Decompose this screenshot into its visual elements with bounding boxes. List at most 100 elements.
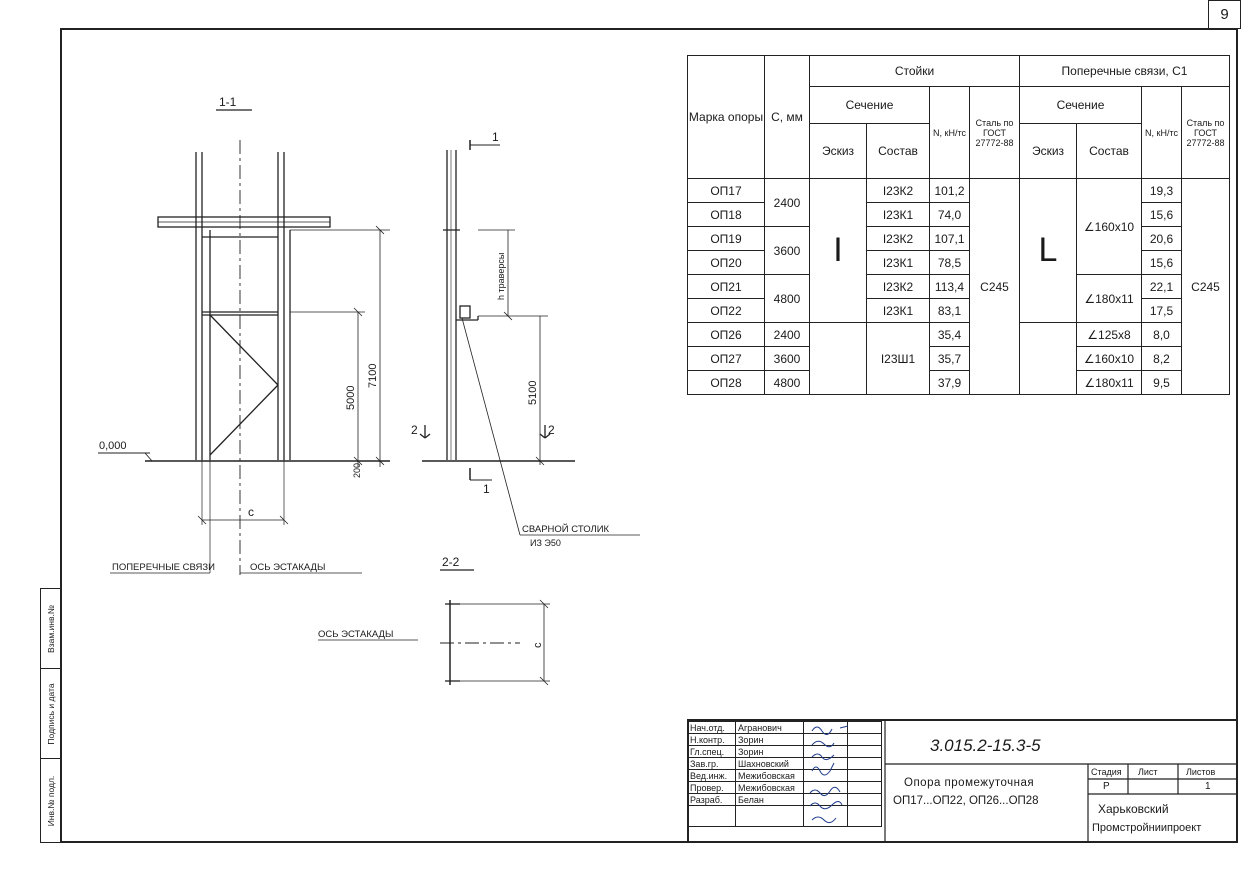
table-row: ОП26 2400 I23Ш1 35,4 ∠125х8 8,0 (687, 322, 1230, 395)
row-tie-n: 15,6 (1141, 202, 1182, 227)
row-c: 3600 (764, 226, 810, 275)
dim-c-label: c (248, 505, 254, 519)
header-post-section: Сечение (809, 86, 930, 124)
welded-table-material: ИЗ Э50 (530, 538, 561, 548)
tie-sketch-icon: L (1019, 178, 1077, 323)
drawing-frame (60, 28, 1238, 843)
role: Зав.гр. (687, 757, 736, 770)
row-mark: ОП28 (687, 370, 765, 395)
header-post-comp: Состав (866, 123, 930, 179)
row-mark: ОП27 (687, 346, 765, 371)
cut-1-top-label: 1 (492, 130, 499, 144)
header-stage: Стадия (1091, 767, 1122, 777)
row-tie-comp: ∠180х11 (1076, 370, 1142, 395)
person-name: Зорин (735, 733, 804, 746)
dim-5000: 5000 (345, 386, 357, 410)
row-post-n: 107,1 (929, 226, 970, 251)
dim-200: 200 (352, 463, 362, 478)
dim-c2: с (532, 642, 544, 648)
row-tie-n: 8,2 (1141, 346, 1182, 371)
table-row: ОП17 2400 I I23К2 101,2 С245 L ∠160х10 1… (687, 178, 1230, 395)
row-tie-comp: ∠160х10 (1076, 346, 1142, 371)
sheets-value: 1 (1205, 781, 1211, 792)
header-tie-n: N, кН/тс (1141, 86, 1182, 179)
side-cell-1: Взам.инв.№ (41, 589, 60, 669)
post-steel: С245 (969, 178, 1020, 395)
section-2-2-label: 2-2 (442, 555, 460, 569)
row-post-n: 35,4 (929, 322, 970, 347)
person-name: Межибовская (735, 781, 804, 794)
header-tie-sketch: Эскиз (1019, 123, 1077, 179)
side-cell-2: Подпись и дата (41, 669, 60, 759)
welded-table-label: СВАРНОЙ СТОЛИК (522, 523, 610, 535)
row-tie-comp: ∠160х10 (1076, 178, 1142, 275)
row-mark: ОП18 (687, 202, 765, 227)
role: Нач.отд. (687, 721, 736, 734)
header-post-sketch: Эскиз (809, 123, 867, 179)
row-post-comp: I23К2 (866, 178, 930, 203)
header-tie-section: Сечение (1019, 86, 1142, 124)
stage-value: Р (1103, 781, 1110, 792)
row-post-n: 35,7 (929, 346, 970, 371)
row-post-comp: I23К1 (866, 298, 930, 323)
document-code: 3.015.2-15.3-5 (930, 736, 1041, 755)
tie-steel: С245 (1181, 178, 1230, 395)
role: Вед.инж. (687, 769, 736, 782)
row-post-n: 83,1 (929, 298, 970, 323)
role: Разраб. (687, 793, 736, 806)
row-tie-n: 22,1 (1141, 274, 1182, 299)
row-tie-n: 15,6 (1141, 250, 1182, 275)
section-1-1-label: 1-1 (219, 95, 237, 109)
row-post-comp: I23Ш1 (866, 322, 930, 395)
cross-ties-label: ПОПЕРЕЧНЫЕ СВЯЗИ (112, 562, 215, 573)
header-tie-comp: Состав (1076, 123, 1142, 179)
row-c: 3600 (764, 346, 810, 371)
row-tie-n: 8,0 (1141, 322, 1182, 347)
table-row: ОП28 4800 37,9 ∠180х11 9,5 (687, 370, 1230, 395)
row-post-comp: I23К2 (866, 274, 930, 299)
header-post-steel: Сталь по ГОСТ 27772-88 (969, 86, 1020, 179)
row-post-n: 101,2 (929, 178, 970, 203)
person-name: Агранович (735, 721, 804, 734)
person-name: Шахновский (735, 757, 804, 770)
h-traverse-label: h траверсы (496, 253, 506, 300)
org-name-line-1: Харьковский (1098, 802, 1169, 816)
spec-table: Марка опоры С, мм Стойки Поперечные связ… (687, 55, 1230, 395)
row-mark: ОП26 (687, 322, 765, 347)
role: Гл.спец. (687, 745, 736, 758)
table-row: ОП20 I23К1 78,5 15,6 (687, 250, 1230, 275)
row-post-n: 113,4 (929, 274, 970, 299)
row-tie-n: 20,6 (1141, 226, 1182, 251)
row-post-n: 78,5 (929, 250, 970, 275)
side-stamp: Взам.инв.№ Подпись и дата Инв.№ подл. (40, 588, 61, 843)
signature-table: Нач.отд.Агранович Н.контр.Зорин Гл.спец.… (687, 721, 882, 827)
row-mark: ОП19 (687, 226, 765, 251)
table-row: ОП21 4800 I23К2 113,4 ∠180х11 22,1 (687, 274, 1230, 323)
header-sheets: Листов (1186, 767, 1216, 777)
cut-2-right-label: 2 (548, 423, 555, 437)
dim-7100: 7100 (367, 364, 379, 388)
level-label: 0,000 (99, 440, 127, 452)
row-c: 2400 (764, 322, 810, 347)
row-post-n: 74,0 (929, 202, 970, 227)
row-mark: ОП20 (687, 250, 765, 275)
header-tie-steel: Сталь по ГОСТ 27772-88 (1181, 86, 1230, 179)
row-mark: ОП17 (687, 178, 765, 203)
row-post-comp: I23К1 (866, 202, 930, 227)
header-ties: Поперечные связи, С1 (1019, 55, 1230, 87)
table-row: ОП27 3600 35,7 ∠160х10 8,2 (687, 346, 1230, 371)
document-subtitle: ОП17...ОП22, ОП26...ОП28 (893, 795, 1039, 807)
row-tie-n: 17,5 (1141, 298, 1182, 323)
header-posts: Стойки (809, 55, 1020, 87)
row-post-comp: I23К2 (866, 226, 930, 251)
axis-label: ОСЬ ЭСТАКАДЫ (250, 562, 325, 573)
post-sketch-icon: I (809, 178, 867, 323)
table-row: ОП19 3600 I23К2 107,1 20,6 (687, 226, 1230, 275)
document-title: Опора промежуточная (904, 777, 1035, 789)
row-post-n: 37,9 (929, 370, 970, 395)
cut-1-bottom-label: 1 (483, 482, 490, 496)
row-tie-comp: ∠125х8 (1076, 322, 1142, 347)
header-post-n: N, кН/тс (929, 86, 970, 179)
person-name: Зорин (735, 745, 804, 758)
